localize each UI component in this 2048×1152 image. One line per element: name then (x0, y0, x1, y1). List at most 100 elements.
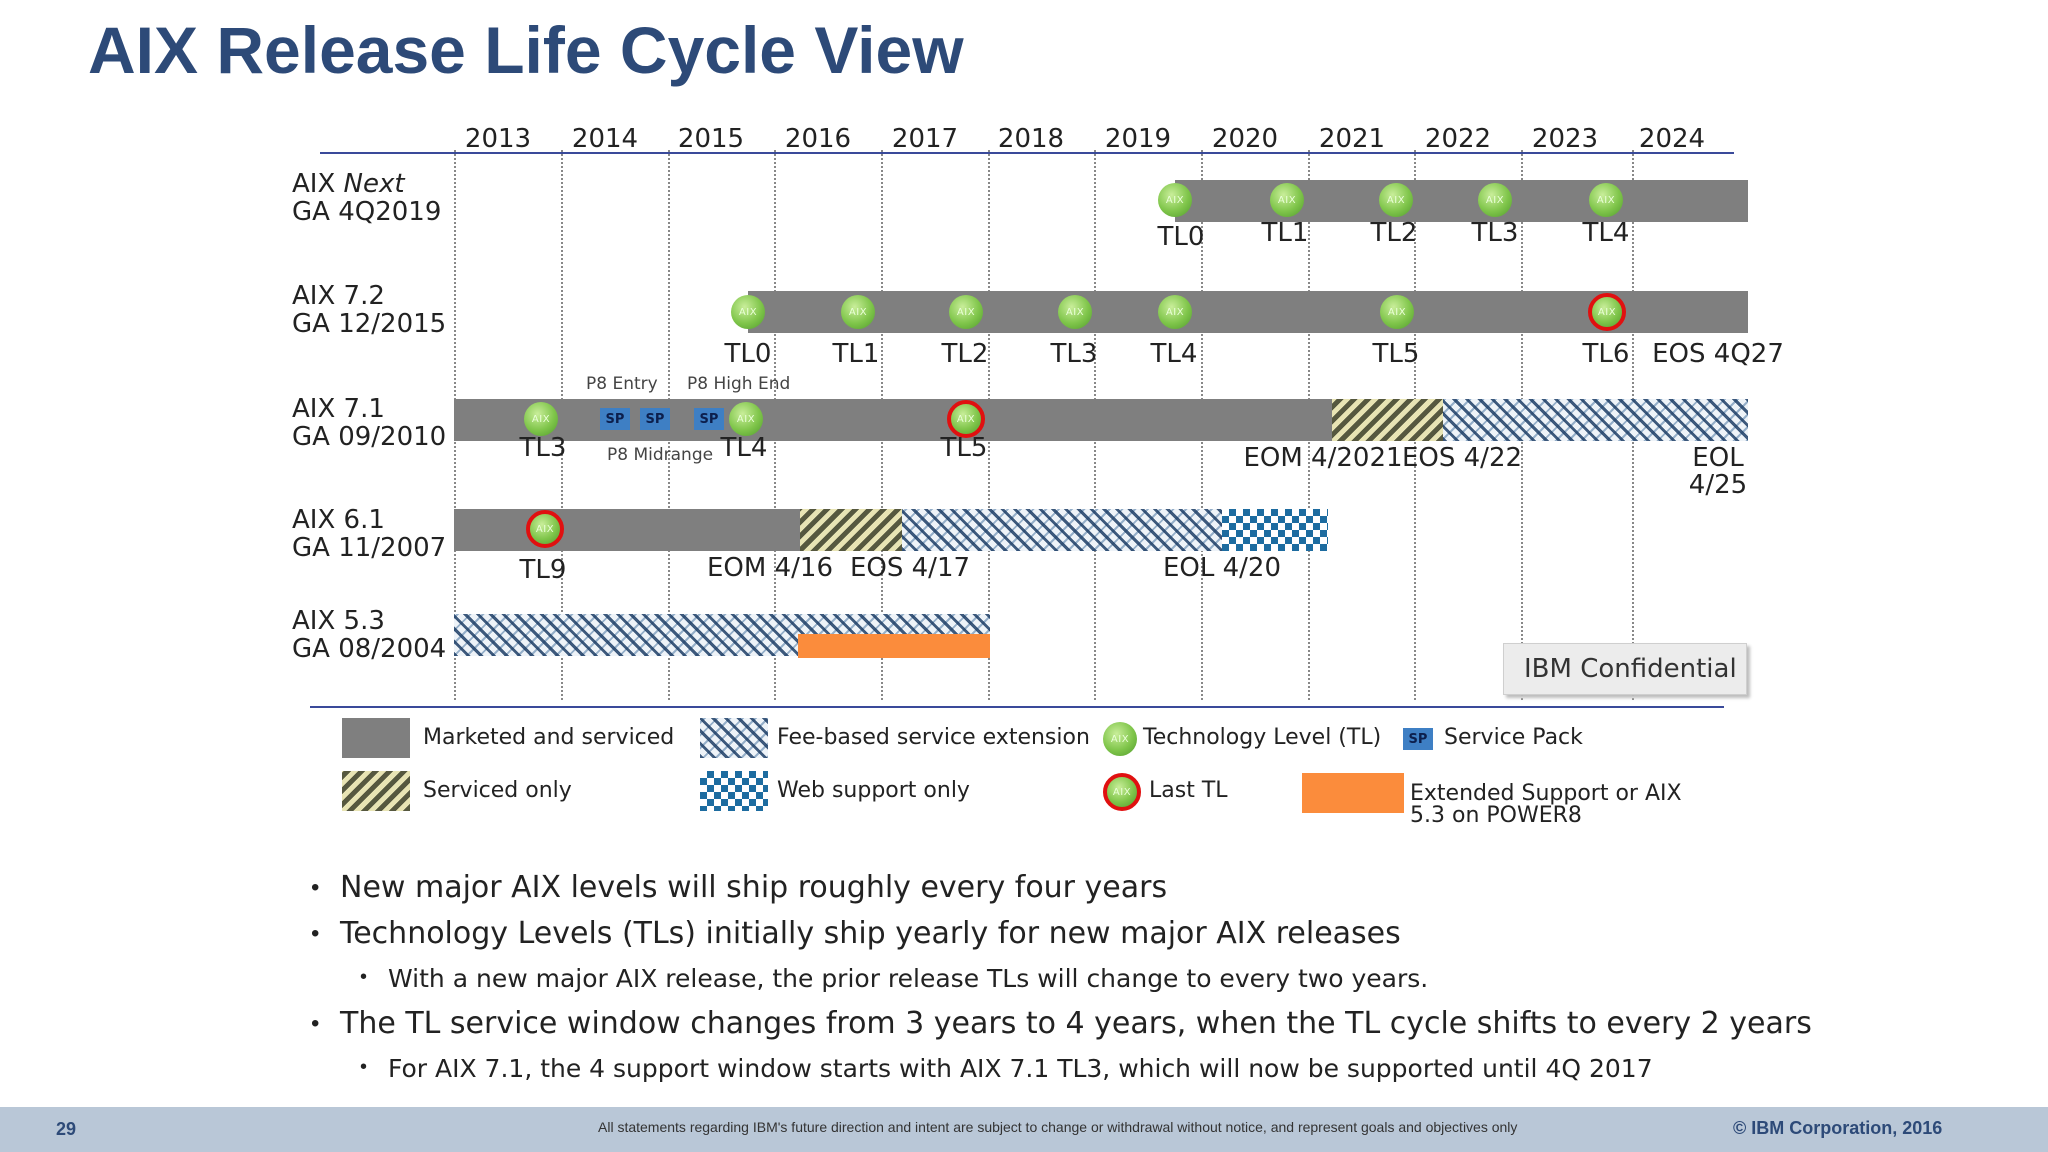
release-ga-date: GA 08/2004 (292, 634, 447, 664)
year-label: 2016 (784, 124, 852, 154)
release-ga-date: GA 4Q2019 (292, 197, 442, 227)
legend-label: Service Pack (1444, 725, 1583, 750)
year-label: 2014 (571, 124, 639, 154)
year-label: 2018 (997, 124, 1065, 154)
aix-tl-icon: AIX (1478, 183, 1512, 217)
legend-label: Fee-based service extension (777, 725, 1090, 750)
marketed-bar (454, 509, 800, 551)
tl-label: TL2 (1370, 218, 1418, 248)
tl-label: TL5 (940, 433, 988, 463)
eos-label: EOS 4/22 (1401, 443, 1523, 473)
eol-label: EOL 4/20 (1162, 553, 1282, 583)
p8-high-end-note: P8 High End (687, 374, 791, 394)
year-label: 2017 (891, 124, 959, 154)
marketed-bar (1175, 180, 1748, 222)
tl-label: TL0 (724, 339, 772, 369)
service-pack-icon: SP (640, 408, 670, 430)
aix-tl-icon: AIX (949, 295, 983, 329)
year-label: 2013 (464, 124, 532, 154)
tl-label: TL6 (1582, 339, 1630, 369)
tl-label: TL5 (1372, 339, 1420, 369)
legend-aix-tl-icon: AIX (1103, 722, 1137, 756)
eos-label: EOS 4Q27 (1652, 339, 1784, 369)
tl-label: TL4 (720, 433, 768, 463)
legend-swatch-extended (1302, 773, 1404, 813)
service-pack-icon: SP (694, 408, 724, 430)
eom-label: EOM 4/2021 (1243, 443, 1403, 473)
row-label-aix-71: AIX 7.1 GA 09/2010 (292, 395, 446, 451)
fee-based-extension-bar (902, 509, 1222, 551)
eol-label: 4/25 (1688, 470, 1748, 500)
release-ga-date: GA 12/2015 (292, 309, 447, 339)
tl-label: TL1 (832, 339, 880, 369)
timeline-bottom-rule (310, 706, 1724, 708)
tl-label: TL3 (519, 433, 567, 463)
legend-label: Technology Level (TL) (1143, 725, 1382, 750)
legend-service-pack-icon: SP (1403, 728, 1433, 750)
legend-swatch-web-only (700, 771, 768, 811)
footer-disclaimer: All statements regarding IBM's future di… (598, 1119, 1518, 1135)
eol-label: EOL (1692, 443, 1744, 473)
legend-swatch-fee-based (700, 718, 768, 758)
aix-tl-icon: AIX (1058, 295, 1092, 329)
marketed-bar (454, 399, 1332, 441)
row-label-aix-next: AIX Next GA 4Q2019 (292, 170, 441, 226)
row-label-aix-53: AIX 5.3 GA 08/2004 (292, 607, 446, 663)
legend-label: Web support only (777, 778, 970, 803)
legend-label: Last TL (1149, 778, 1228, 803)
extended-support-bar (798, 634, 990, 658)
row-label-aix-72: AIX 7.2 GA 12/2015 (292, 282, 446, 338)
bullet-item: Technology Levels (TLs) initially ship y… (340, 916, 1401, 951)
aix-tl-icon: AIX (841, 295, 875, 329)
page-title: AIX Release Life Cycle View (88, 13, 964, 87)
bullet-dot: • (360, 1056, 368, 1078)
release-name: AIX Next (292, 169, 405, 199)
page-number: 29 (56, 1119, 77, 1139)
aix-last-tl-icon: AIX (1588, 293, 1626, 331)
tl-label: TL1 (1261, 218, 1309, 248)
legend-label: Extended Support or AIX (1410, 781, 1682, 806)
year-label: 2023 (1531, 124, 1599, 154)
year-label: 2024 (1638, 124, 1706, 154)
timeline-top-rule (320, 152, 1734, 154)
serviced-only-bar (800, 509, 902, 551)
year-label: 2019 (1104, 124, 1172, 154)
aix-tl-icon: AIX (1158, 295, 1192, 329)
eom-label: EOM 4/16 (707, 553, 833, 583)
legend-label: Marketed and serviced (423, 725, 675, 750)
sub-bullet-item: With a new major AIX release, the prior … (388, 964, 1429, 993)
marketed-bar (748, 291, 1748, 333)
legend-swatch-marketed (342, 718, 410, 758)
aix-tl-icon: AIX (729, 402, 763, 436)
confidential-label: IBM Confidential (1503, 643, 1747, 695)
tl-label: TL4 (1582, 218, 1630, 248)
aix-tl-icon: AIX (1380, 295, 1414, 329)
fee-based-extension-bar (1443, 399, 1748, 441)
aix-tl-icon: AIX (1158, 183, 1192, 217)
tl-label: TL4 (1150, 339, 1198, 369)
footer-bar (0, 1107, 2048, 1152)
p8-entry-note: P8 Entry (586, 374, 658, 394)
year-label: 2015 (677, 124, 745, 154)
release-ga-date: GA 09/2010 (292, 422, 447, 452)
release-name: AIX 6.1 (292, 505, 385, 535)
release-name: AIX 5.3 (292, 606, 385, 636)
service-pack-icon: SP (600, 408, 630, 430)
tl-label: TL3 (1471, 218, 1519, 248)
bullet-dot: • (311, 920, 320, 947)
year-label: 2022 (1424, 124, 1492, 154)
eos-label: EOS 4/17 (849, 553, 971, 583)
aix-last-tl-icon: AIX (947, 400, 985, 438)
serviced-only-bar (1332, 399, 1443, 441)
release-name: AIX 7.2 (292, 281, 385, 311)
aix-tl-icon: AIX (1589, 183, 1623, 217)
bullet-item: The TL service window changes from 3 yea… (340, 1006, 1812, 1041)
tl-label: TL0 (1157, 222, 1205, 252)
tl-label: TL2 (941, 339, 989, 369)
tl-label: TL9 (519, 555, 567, 585)
aix-tl-icon: AIX (1270, 183, 1304, 217)
year-label: 2021 (1318, 124, 1386, 154)
footer-copyright: © IBM Corporation, 2016 (1733, 1118, 1943, 1138)
aix-tl-icon: AIX (731, 295, 765, 329)
p8-midrange-note: P8 Midrange (607, 445, 714, 465)
